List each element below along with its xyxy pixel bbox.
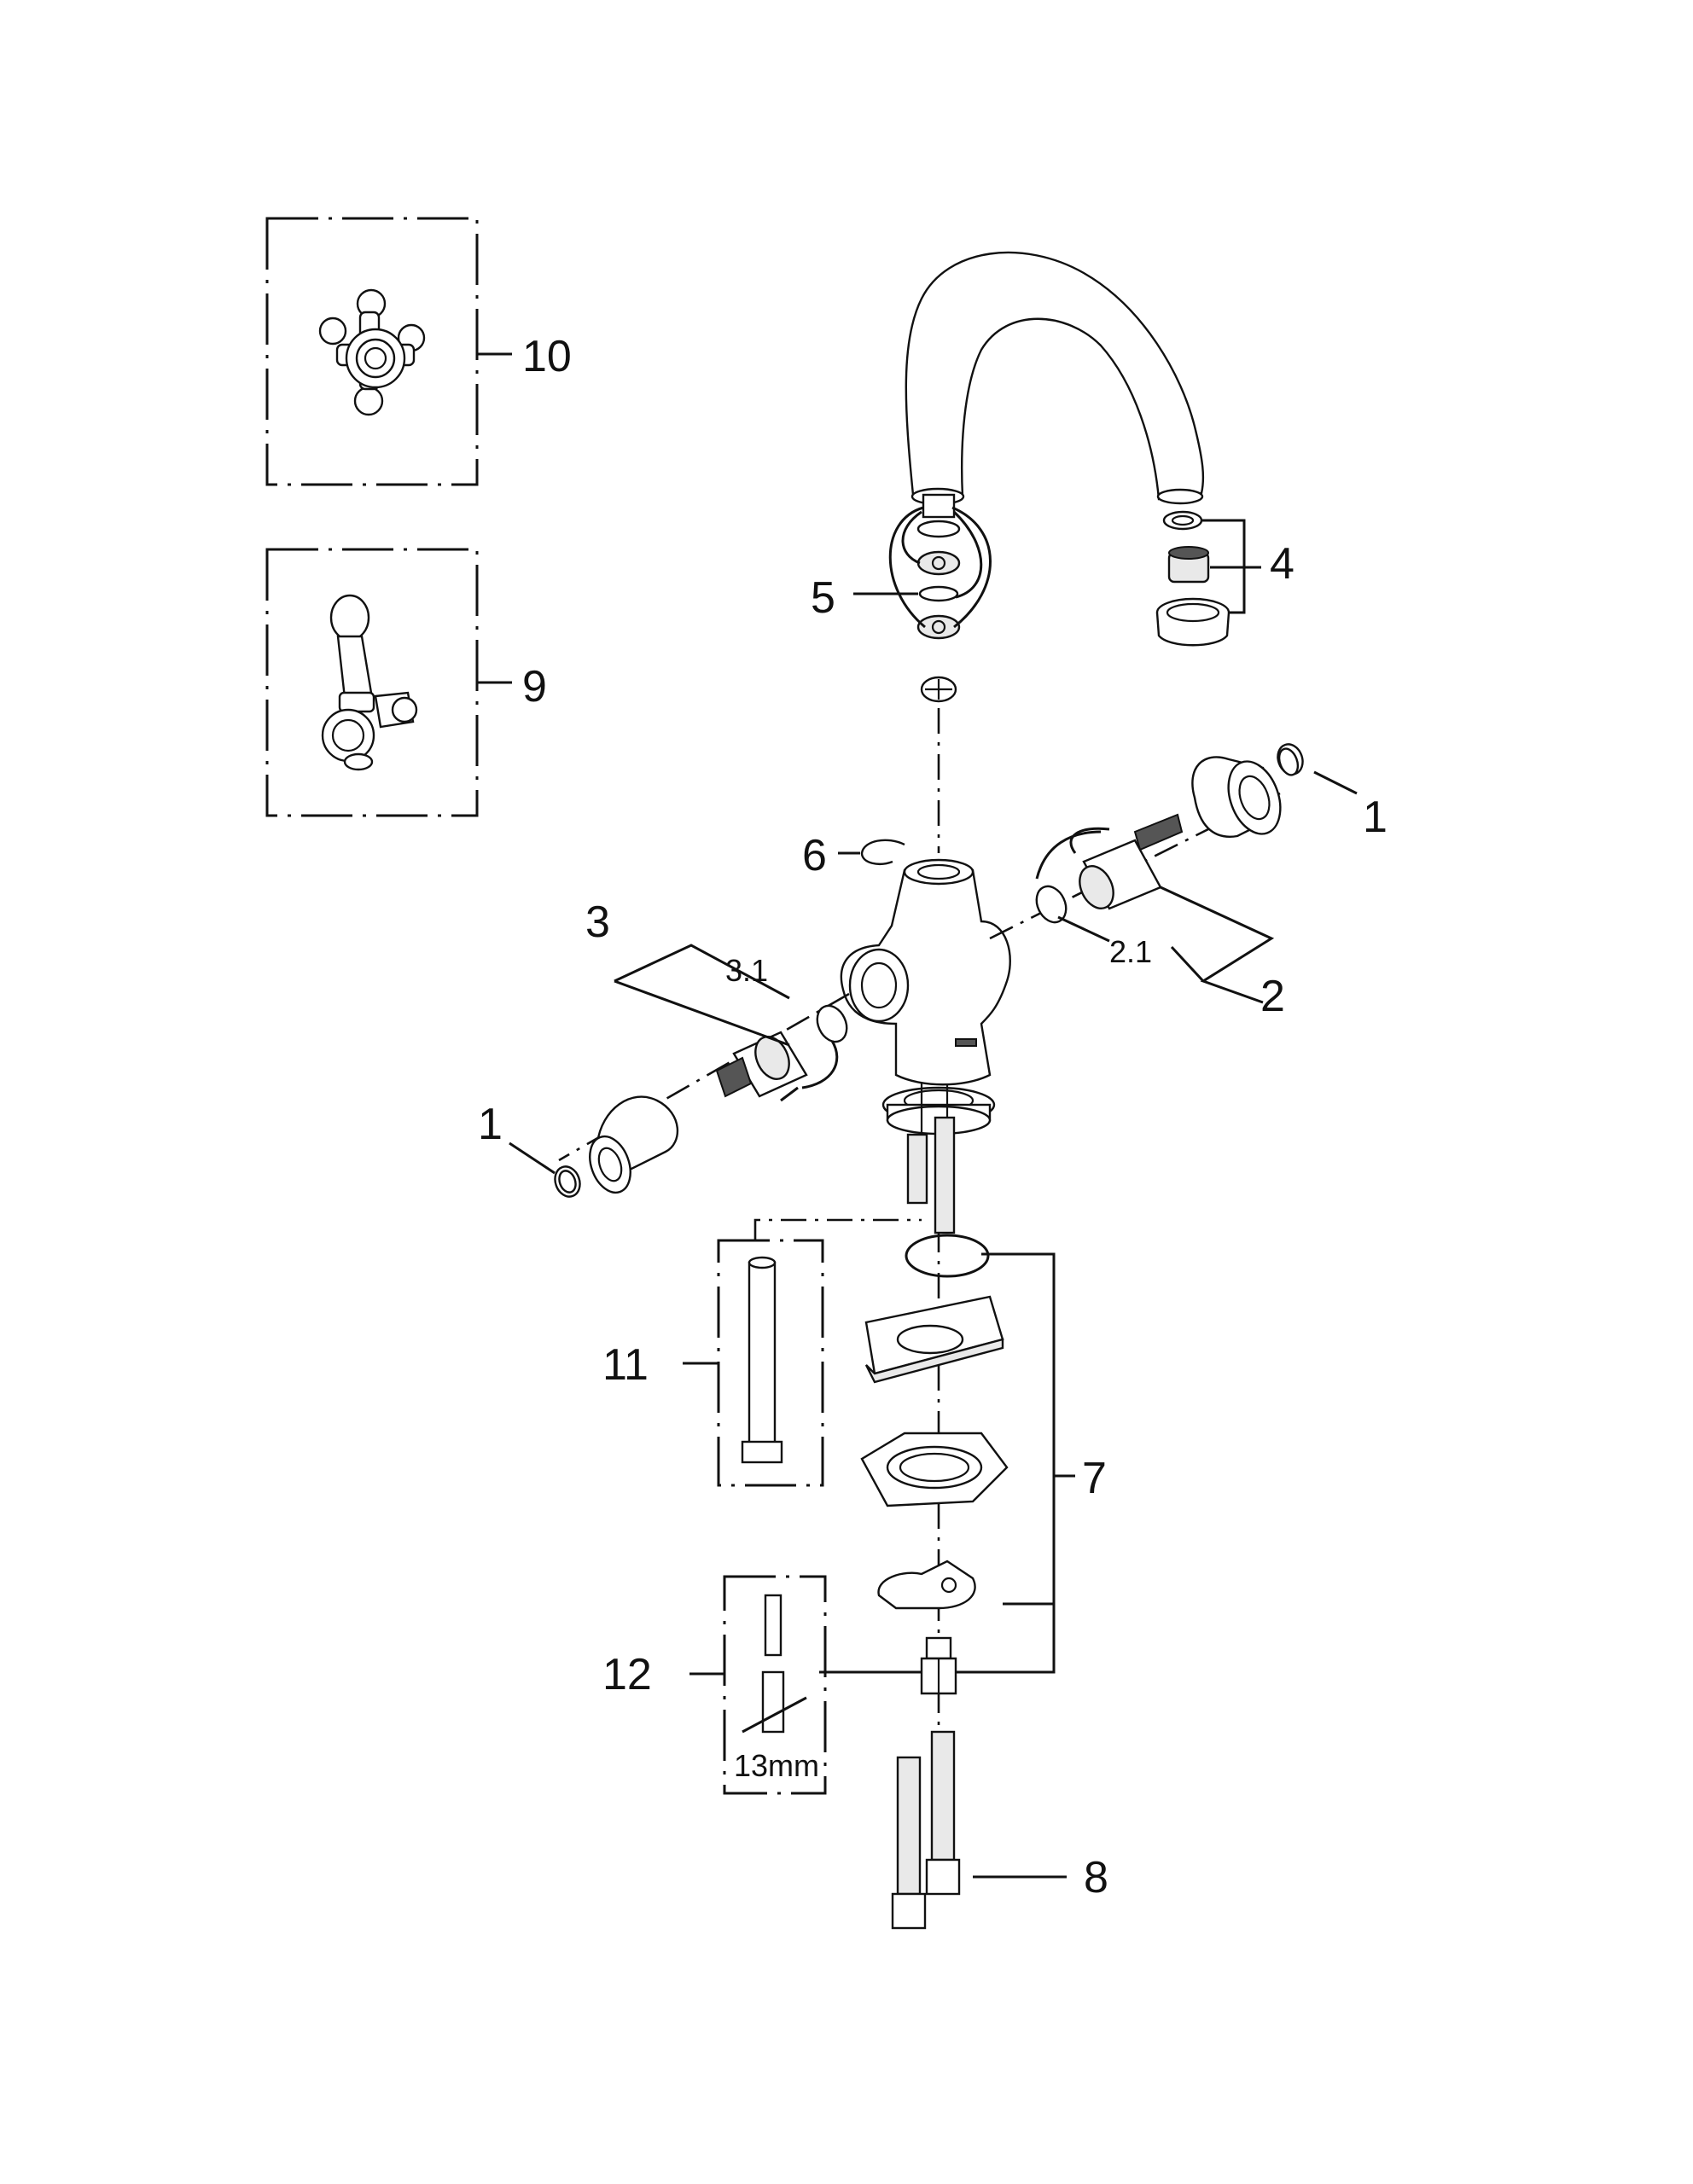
callout-5: 5 (811, 573, 835, 623)
callout-6: 6 (802, 831, 827, 880)
callout-10: 10 (522, 332, 572, 381)
cross-handle-icon (318, 288, 426, 416)
faucet-body (840, 858, 1011, 1086)
callout-1-right: 1 (1363, 793, 1388, 842)
callout-lines-2 (1057, 886, 1275, 1004)
seal-ring (905, 1234, 990, 1278)
aerator-parts (1155, 510, 1261, 647)
lever-handle-icon (321, 594, 418, 771)
callout-8: 8 (1084, 1853, 1108, 1902)
inset-box-9 (265, 548, 512, 817)
socket-key-icon (742, 1594, 807, 1734)
callout-3: 3 (585, 897, 610, 947)
callout-11: 11 (602, 1340, 649, 1390)
callout-2-1: 2.1 (1109, 934, 1152, 969)
flow-regulator-stack (853, 493, 992, 703)
inset-box-10 (265, 217, 512, 486)
backing-plate (860, 1432, 1009, 1507)
mounting-nut (920, 1636, 957, 1695)
inset-box-12 (689, 1575, 827, 1795)
half-washer (877, 1560, 976, 1610)
callout-4: 4 (1270, 539, 1294, 589)
key-size-label: 13mm (734, 1748, 819, 1783)
right-cap (1191, 743, 1358, 838)
retaining-clip (838, 839, 905, 865)
mounting-flange (881, 1083, 996, 1234)
callout-9: 9 (522, 662, 547, 712)
supply-hoses (891, 1730, 1067, 1930)
callout-12: 12 (602, 1650, 652, 1699)
spout (905, 251, 1205, 506)
inset-box-11 (683, 1218, 922, 1487)
callout-7: 7 (1082, 1454, 1107, 1503)
mounting-gasket (864, 1295, 1004, 1384)
right-cartridge (989, 792, 1281, 940)
extraction-tool-icon (741, 1256, 783, 1464)
left-cartridge (558, 944, 850, 1162)
left-cap (509, 1095, 678, 1198)
callout-3-1: 3.1 (725, 953, 768, 988)
callout-2: 2 (1260, 972, 1285, 1021)
callout-1-left: 1 (478, 1100, 503, 1149)
